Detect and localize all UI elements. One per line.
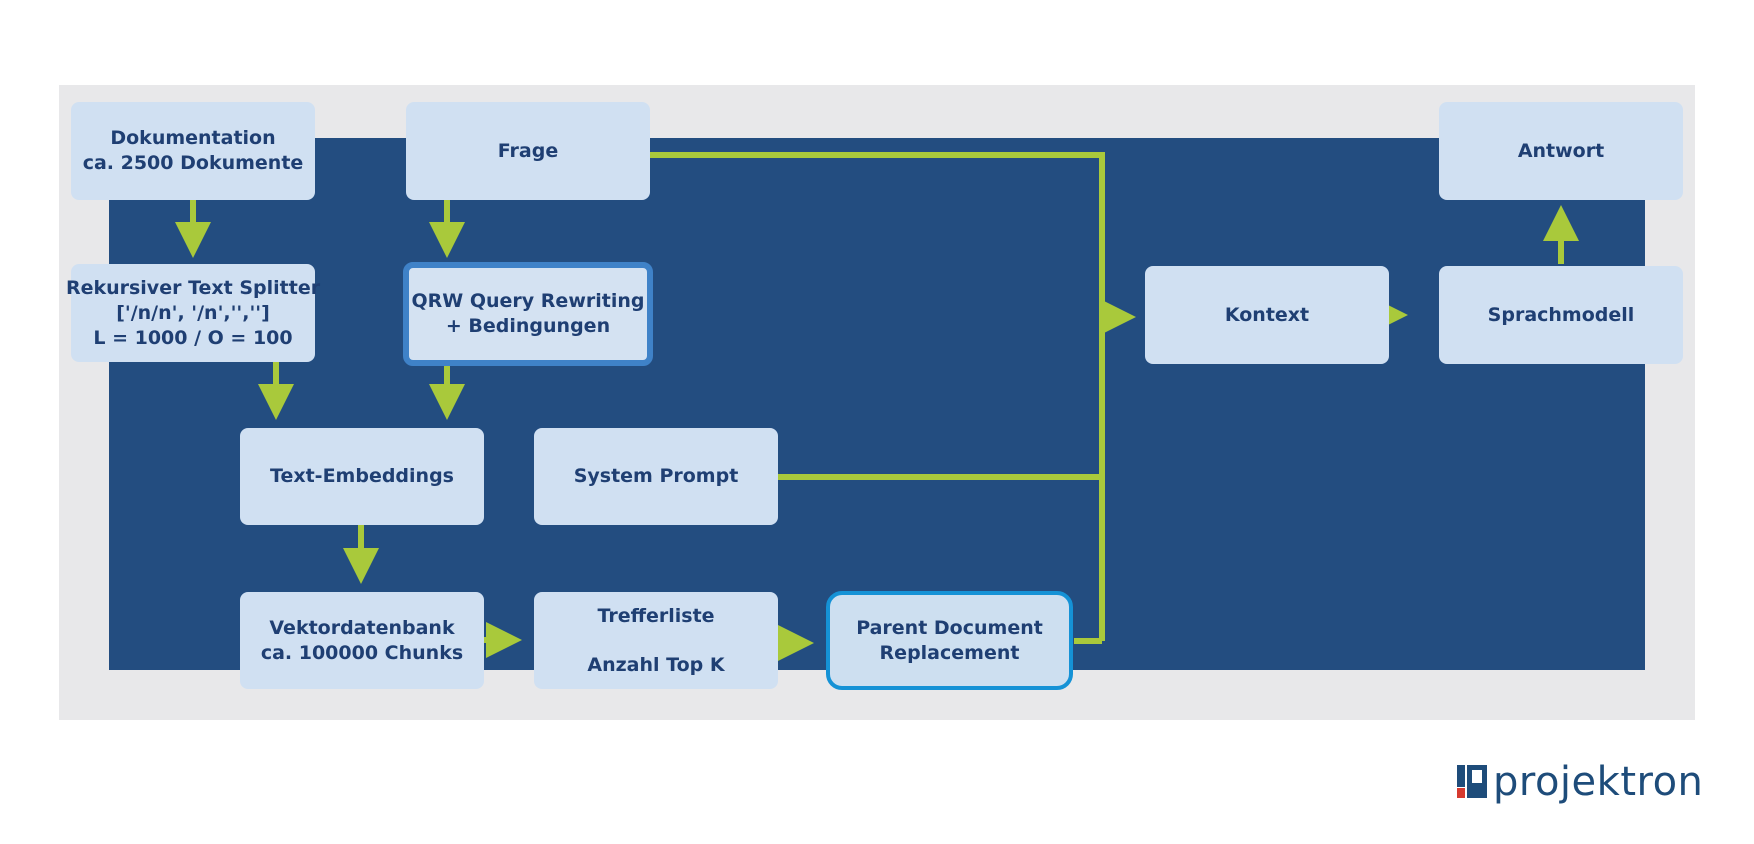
node-kontext-label: Kontext [1224, 303, 1310, 326]
node-text-embeddings: Text-Embeddings [240, 428, 484, 525]
node-frage-label: Frage [497, 139, 559, 162]
node-text-splitter-line3: L = 1000 / O = 100 [93, 326, 293, 349]
node-qrw: QRW Query Rewriting + Bedingungen [403, 262, 653, 366]
node-qrw-line2: + Bedingungen [445, 315, 611, 337]
node-frage: Frage [406, 102, 650, 200]
line-frage-to-bus [650, 152, 1105, 641]
node-trefferliste: Trefferliste Anzahl Top K [534, 592, 778, 689]
node-vektordatenbank-line1: Vektordatenbank [269, 616, 455, 639]
node-trefferliste-line1: Trefferliste [597, 604, 715, 627]
node-vektordatenbank-line2: ca. 100000 Chunks [260, 641, 464, 664]
node-kontext: Kontext [1145, 266, 1389, 364]
node-parent-document-line1: Parent Document [856, 616, 1043, 639]
node-system-prompt: System Prompt [534, 428, 778, 525]
node-sprachmodell: Sprachmodell [1439, 266, 1683, 364]
node-text-splitter-line1: Rekursiver Text Splitter [65, 276, 321, 299]
node-text-embeddings-label: Text-Embeddings [270, 465, 454, 487]
node-dokumentation-line2: ca. 2500 Dokumente [82, 152, 304, 174]
node-dokumentation-line1: Dokumentation [110, 127, 276, 149]
projektron-logo-text: projektron [1493, 759, 1704, 805]
node-trefferliste-line2: Anzahl Top K [587, 653, 725, 676]
node-text-splitter-line2: ['/n/n', '/n','',''] [116, 301, 270, 324]
node-sprachmodell-label: Sprachmodell [1487, 303, 1635, 326]
node-qrw-line1: QRW Query Rewriting [411, 290, 645, 312]
node-antwort: Antwort [1439, 102, 1683, 200]
projektron-logo-icon [1457, 765, 1487, 798]
node-system-prompt-label: System Prompt [573, 465, 739, 487]
projektron-logo: projektron [1457, 759, 1704, 805]
node-antwort-label: Antwort [1517, 139, 1605, 162]
node-text-splitter: Rekursiver Text Splitter ['/n/n', '/n','… [66, 264, 320, 362]
node-parent-document-line2: Replacement [879, 641, 1020, 664]
node-vektordatenbank: Vektordatenbank ca. 100000 Chunks [240, 592, 484, 689]
node-dokumentation: Dokumentation ca. 2500 Dokumente [71, 102, 315, 200]
node-parent-document-replacement: Parent Document Replacement [826, 591, 1073, 690]
